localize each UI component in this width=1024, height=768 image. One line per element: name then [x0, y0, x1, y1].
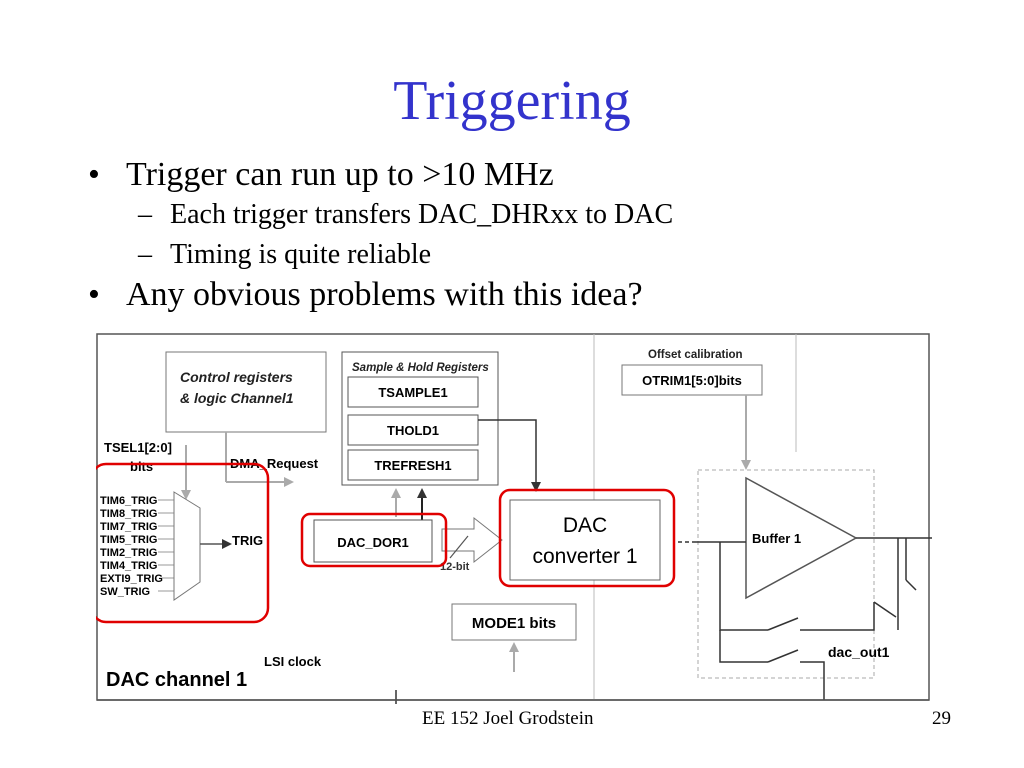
dash-icon: – — [138, 239, 152, 270]
subbullet-text: Timing is quite reliable — [170, 239, 432, 270]
trefresh-box — [347, 449, 479, 481]
highlight-dac-dor — [300, 512, 448, 568]
control-registers-box — [165, 351, 327, 433]
trigger-label: EXTI9_TRIG — [100, 573, 163, 585]
buffer-label: Buffer 1 — [752, 531, 801, 546]
mode-bits-label: MODE1 bits — [472, 615, 556, 632]
dac-dor-box — [313, 519, 433, 563]
control-registers-label: Control registers — [180, 369, 293, 385]
footer-author: EE 152 Joel Grodstein — [422, 708, 594, 729]
lsi-clock-label: LSI clock — [264, 654, 322, 669]
dac-dor-label: DAC_DOR1 — [337, 535, 409, 550]
page-number: 29 — [932, 708, 951, 729]
subbullet-item: – Each trigger transfers DAC_DHRxx to DA… — [88, 195, 988, 235]
trigger-wires — [158, 499, 174, 592]
tsel-label: TSEL1[2:0] — [104, 440, 172, 455]
trigger-mux — [173, 491, 201, 601]
control-registers-label: & logic Channel1 — [180, 390, 294, 406]
dac-converter-label: converter 1 — [532, 545, 637, 568]
trigger-inputs: TIM6_TRIG TIM8_TRIG TIM7_TRIG TIM5_TRIG … — [100, 495, 163, 598]
buffer-region — [697, 469, 875, 679]
trigger-label: TIM8_TRIG — [100, 508, 157, 520]
trigger-label: TIM6_TRIG — [100, 495, 157, 507]
tsample-box — [347, 376, 479, 408]
dac-channel-label: DAC channel 1 — [106, 669, 247, 691]
dac-converter-box — [509, 499, 661, 581]
trigger-label: TIM5_TRIG — [100, 534, 157, 546]
otrim-label: OTRIM1[5:0]bits — [642, 373, 742, 388]
dac-block-diagram: Control registers & logic Channel1 Sampl… — [96, 333, 932, 704]
slide-title: Triggering — [393, 70, 631, 132]
bit-width-label: 12-bit — [440, 561, 470, 573]
offset-calibration-label: Offset calibration — [648, 349, 743, 361]
dash-icon: – — [138, 199, 152, 230]
thold-box — [347, 414, 479, 446]
highlight-trigger-mux — [96, 462, 270, 624]
highlight-dac-converter — [498, 488, 676, 588]
bullet-item: • Trigger can run up to >10 MHz — [88, 155, 988, 195]
buffer-amplifier — [745, 476, 858, 600]
trigger-label: TIM4_TRIG — [100, 560, 157, 572]
bus-arrow-icon — [441, 516, 503, 564]
dma-request-label: DMA_Request — [230, 456, 319, 471]
trefresh-label: TREFRESH1 — [374, 458, 451, 473]
mode-bits-box — [451, 603, 577, 641]
dac-out-label: dac_out1 — [828, 644, 890, 660]
tsel-label: bits — [130, 459, 153, 474]
output-switches — [719, 538, 917, 700]
subbullet-item: – Timing is quite reliable — [88, 235, 988, 275]
bullet-item: • Any obvious problems with this idea? — [88, 275, 988, 315]
bus-slash — [449, 535, 469, 559]
trigger-label: TIM7_TRIG — [100, 521, 157, 533]
connector-line — [478, 419, 541, 492]
highlight-boxes — [96, 462, 676, 624]
trig-label: TRIG — [232, 533, 263, 548]
bullet-dot-icon: • — [88, 156, 100, 193]
dac-converter-label: DAC — [563, 514, 607, 537]
otrim-box — [621, 364, 763, 396]
bullet-list: • Trigger can run up to >10 MHz – Each t… — [88, 155, 988, 315]
bullet-text: Any obvious problems with this idea? — [126, 276, 643, 313]
bullet-dot-icon: • — [88, 276, 100, 313]
bullet-text: Trigger can run up to >10 MHz — [126, 156, 554, 193]
trigger-label: TIM2_TRIG — [100, 547, 157, 559]
thold-label: THOLD1 — [387, 423, 439, 438]
sample-hold-title: Sample & Hold Registers — [352, 362, 489, 374]
tsample-label: TSAMPLE1 — [378, 385, 447, 400]
trigger-label: SW_TRIG — [100, 586, 150, 598]
subbullet-text: Each trigger transfers DAC_DHRxx to DAC — [170, 199, 674, 230]
